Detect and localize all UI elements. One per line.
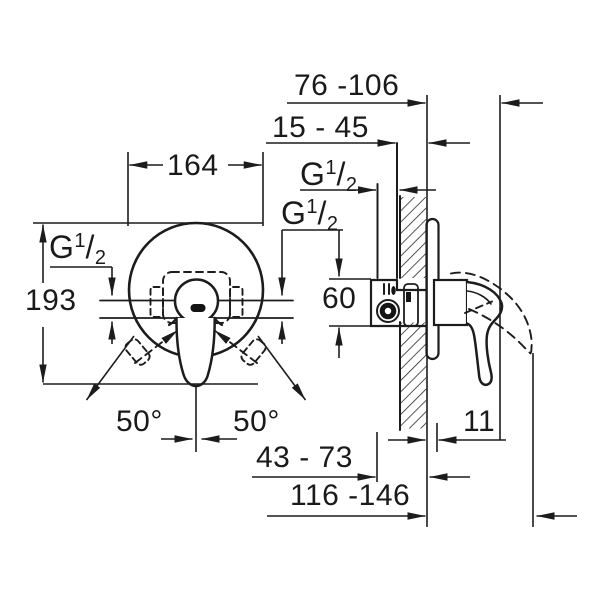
wall-hatch-upper (400, 197, 427, 278)
mounting-detail-dark (406, 292, 411, 302)
lever-endpos-right-dashed (240, 338, 267, 366)
dim-label-60: 60 (322, 282, 357, 315)
dim-label-76-106: 76 -106 (294, 69, 400, 102)
front-view (99, 221, 294, 388)
mounting-ring-section (403, 283, 419, 327)
lever-handle-front (175, 316, 216, 388)
dim-label-164: 164 (167, 149, 219, 182)
dim-label-15-45: 15 - 45 (272, 111, 369, 144)
dim-label-11: 11 (463, 405, 496, 438)
inlet-port-hole (384, 307, 392, 315)
lever-endpos-left-dashed (124, 338, 151, 366)
dimension-annotations (33, 95, 577, 527)
thread-label-front-inlet: G1/2 (49, 229, 107, 269)
lever-open-dashed-edge (464, 300, 493, 314)
lever-shoulder-right (213, 316, 224, 327)
valve-detail-blob (391, 286, 396, 295)
valve-body (369, 278, 429, 328)
angle-leg-left (85, 335, 135, 401)
dim-label-116-146: 116 -146 (290, 479, 411, 512)
roughin-tab-left (149, 286, 164, 318)
wall-hatch-lower (400, 322, 427, 429)
dim-label-50-left: 50° (116, 405, 163, 438)
dim-label-43-73: 43 - 73 (256, 441, 353, 474)
swing-line-right-dashed (213, 329, 258, 364)
handle-hub (173, 278, 220, 324)
thread-label-side-outlet: G1/2 (281, 195, 339, 235)
side-view (369, 142, 533, 431)
swing-line-left-dashed (134, 329, 179, 364)
dim-label-193: 193 (25, 284, 77, 317)
thread-label-top-pipe: G1/2 (300, 156, 358, 196)
lever-shoulder-left (167, 316, 178, 327)
handle-hub-side (432, 278, 469, 327)
roughin-tab-right (229, 286, 244, 318)
lever-open-dashed-lower (468, 308, 532, 355)
dim-label-50-right: 50° (233, 405, 280, 438)
angle-leg-right (257, 335, 307, 401)
lever-open-dashed-upper (450, 271, 533, 353)
hub-marker (190, 304, 206, 312)
